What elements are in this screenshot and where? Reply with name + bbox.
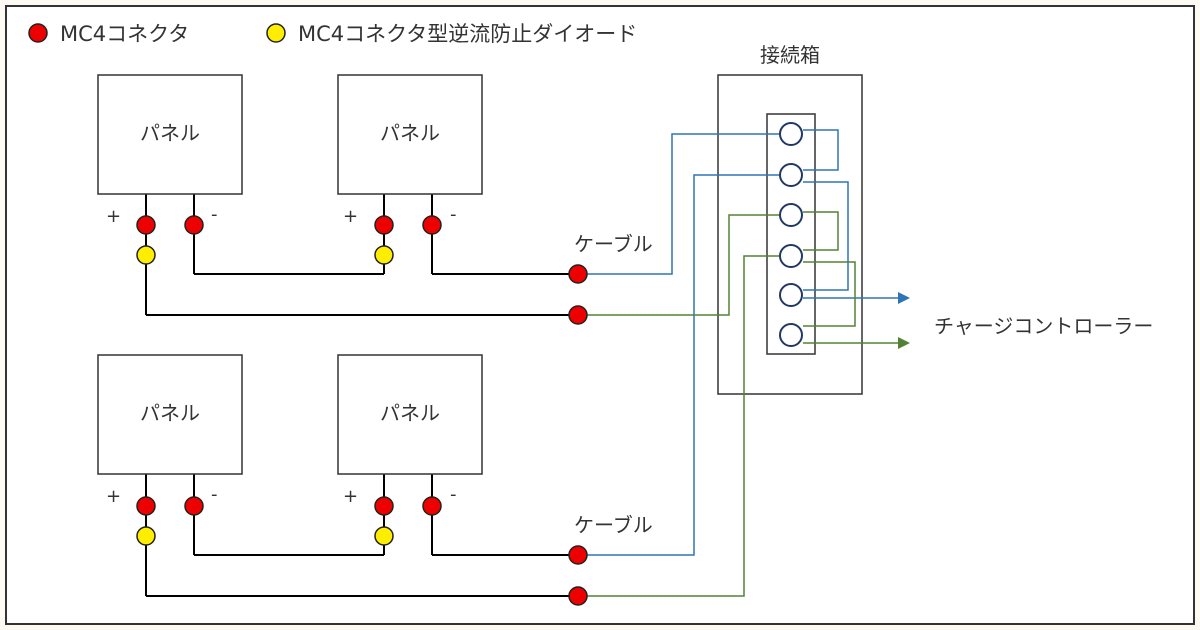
polarity-signs: + - + - + - + - [106, 204, 457, 507]
mc4-connector [568, 586, 588, 606]
cable-label: ケーブル [574, 513, 653, 537]
terminal [779, 203, 803, 227]
panel-top-right: パネル [337, 74, 483, 195]
junction-box-title: 接続箱 [760, 43, 820, 67]
panel-bottom-left: パネル [97, 354, 243, 475]
panel-label: パネル [140, 121, 200, 145]
mc4-connector [568, 545, 588, 565]
mc4-diode [136, 245, 156, 265]
mc4-connector [568, 264, 588, 284]
plus-sign: + [343, 206, 358, 227]
terminal-strip [766, 113, 816, 355]
mc4-connector [568, 305, 588, 325]
cable-label: ケーブル [574, 232, 653, 256]
terminals [779, 122, 803, 347]
mc4-connector [184, 215, 204, 235]
mc4-diode [374, 245, 394, 265]
mc4-connector [136, 215, 156, 235]
minus-sign: - [450, 204, 457, 225]
legend-red-label: MC4コネクタ [60, 22, 189, 46]
panel-label: パネル [140, 401, 200, 425]
panel-bottom-right: パネル [337, 354, 483, 475]
mc4-connector [136, 496, 156, 516]
panel-label: パネル [380, 401, 440, 425]
plus-sign: + [106, 486, 121, 507]
minus-sign: - [211, 204, 218, 225]
mc4-connector [422, 215, 442, 235]
minus-sign: - [450, 484, 457, 505]
plus-sign: + [343, 486, 358, 507]
green-wiring [578, 211, 910, 597]
legend-yellow-diode-icon [266, 23, 286, 43]
mc4-connector [374, 215, 394, 235]
panel-top-left: パネル [97, 74, 243, 195]
terminal [779, 122, 803, 146]
mc4-connectors [136, 215, 588, 606]
charge-controller-label: チャージコントローラー [934, 314, 1153, 338]
legend: MC4コネクタ MC4コネクタ型逆流防止ダイオード [28, 22, 637, 46]
plus-sign: + [106, 206, 121, 227]
terminal [779, 163, 803, 187]
mc4-diode [136, 526, 156, 546]
mc4-diode [374, 526, 394, 546]
diodes [136, 245, 394, 546]
minus-sign: - [211, 484, 218, 505]
mc4-connector [184, 496, 204, 516]
terminal [779, 244, 803, 268]
legend-yellow-label: MC4コネクタ型逆流防止ダイオード [298, 22, 637, 46]
terminal [779, 323, 803, 347]
terminal [779, 283, 803, 307]
legend-red-connector-icon [28, 23, 48, 43]
mc4-connector [374, 496, 394, 516]
mc4-connector [422, 496, 442, 516]
panel-label: パネル [380, 121, 440, 145]
